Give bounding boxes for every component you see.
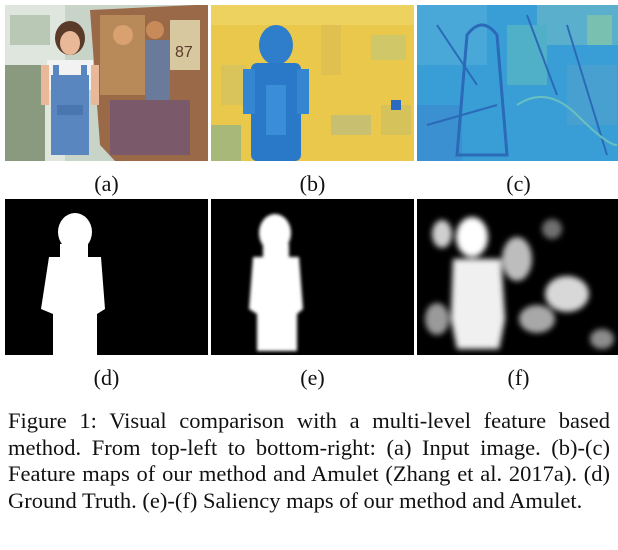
panel-e-our-saliency [211, 199, 414, 355]
input-photo: 87 [5, 5, 208, 161]
figure-caption: Figure 1: Visual comparison with a multi… [8, 408, 610, 513]
label-b: (b) [299, 171, 326, 196]
panel-a-input-image: 87 [5, 5, 208, 161]
label-c: (c) [506, 171, 531, 196]
our-feature-map [211, 5, 414, 161]
amulet-feature-map [417, 5, 618, 161]
svg-text:87: 87 [175, 44, 193, 61]
label-f: (f) [507, 365, 530, 390]
label-a: (a) [94, 171, 119, 196]
amulet-saliency-map [417, 199, 618, 355]
ground-truth-mask [5, 199, 208, 355]
panel-b-our-feature-map [211, 5, 414, 161]
panel-d-ground-truth [5, 199, 208, 355]
label-d: (d) [93, 365, 120, 390]
panel-f-amulet-saliency [417, 199, 618, 355]
label-e: (e) [300, 365, 325, 390]
our-saliency-map [211, 199, 414, 355]
panel-c-amulet-feature-map [417, 5, 618, 161]
